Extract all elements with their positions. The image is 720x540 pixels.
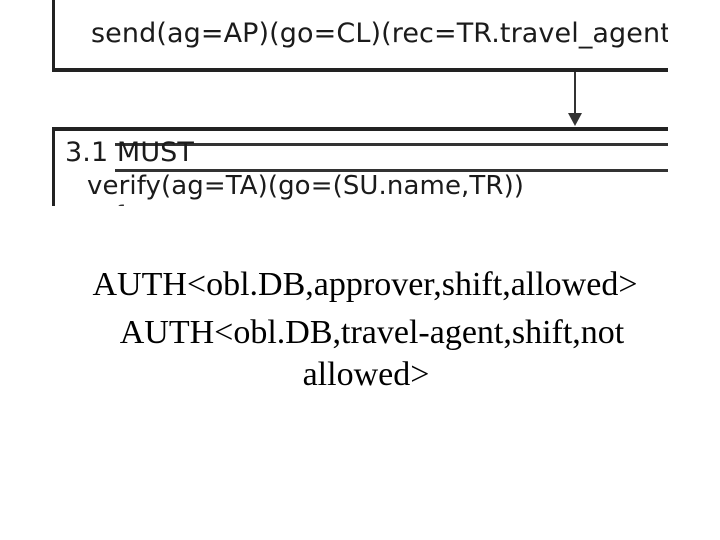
send-action-text: send(ag=AP)(go=CL)(rec=TR.travel_agent T… [91, 18, 668, 49]
step-rule [115, 169, 668, 172]
step-label: 3.1 MUST [65, 137, 195, 168]
auth-rule-approver: AUTH<obl.DB,approver,shift,allowed> [92, 266, 638, 303]
down-arrow-icon [568, 113, 582, 126]
auth-rule-travel-agent: AUTH<obl.DB,travel-agent,shift,not [119, 314, 625, 351]
must-step-box: 3.1 MUST verify(ag=TA)(go=(SU.name,TR)) … [52, 127, 668, 206]
flow-arrow-shaft [574, 72, 576, 117]
verify-action-text: verify(ag=TA)(go=(SU.name,TR)) [87, 171, 525, 201]
top-step-box: send(ag=AP)(go=CL)(rec=TR.travel_agent T… [52, 0, 668, 72]
step-underline [115, 143, 668, 146]
auth-rule-travel-agent-continued: allowed> [302, 356, 430, 393]
truncated-line-text: f [115, 201, 124, 206]
scanned-diagram-excerpt: send(ag=AP)(go=CL)(rec=TR.travel_agent T… [0, 0, 668, 206]
